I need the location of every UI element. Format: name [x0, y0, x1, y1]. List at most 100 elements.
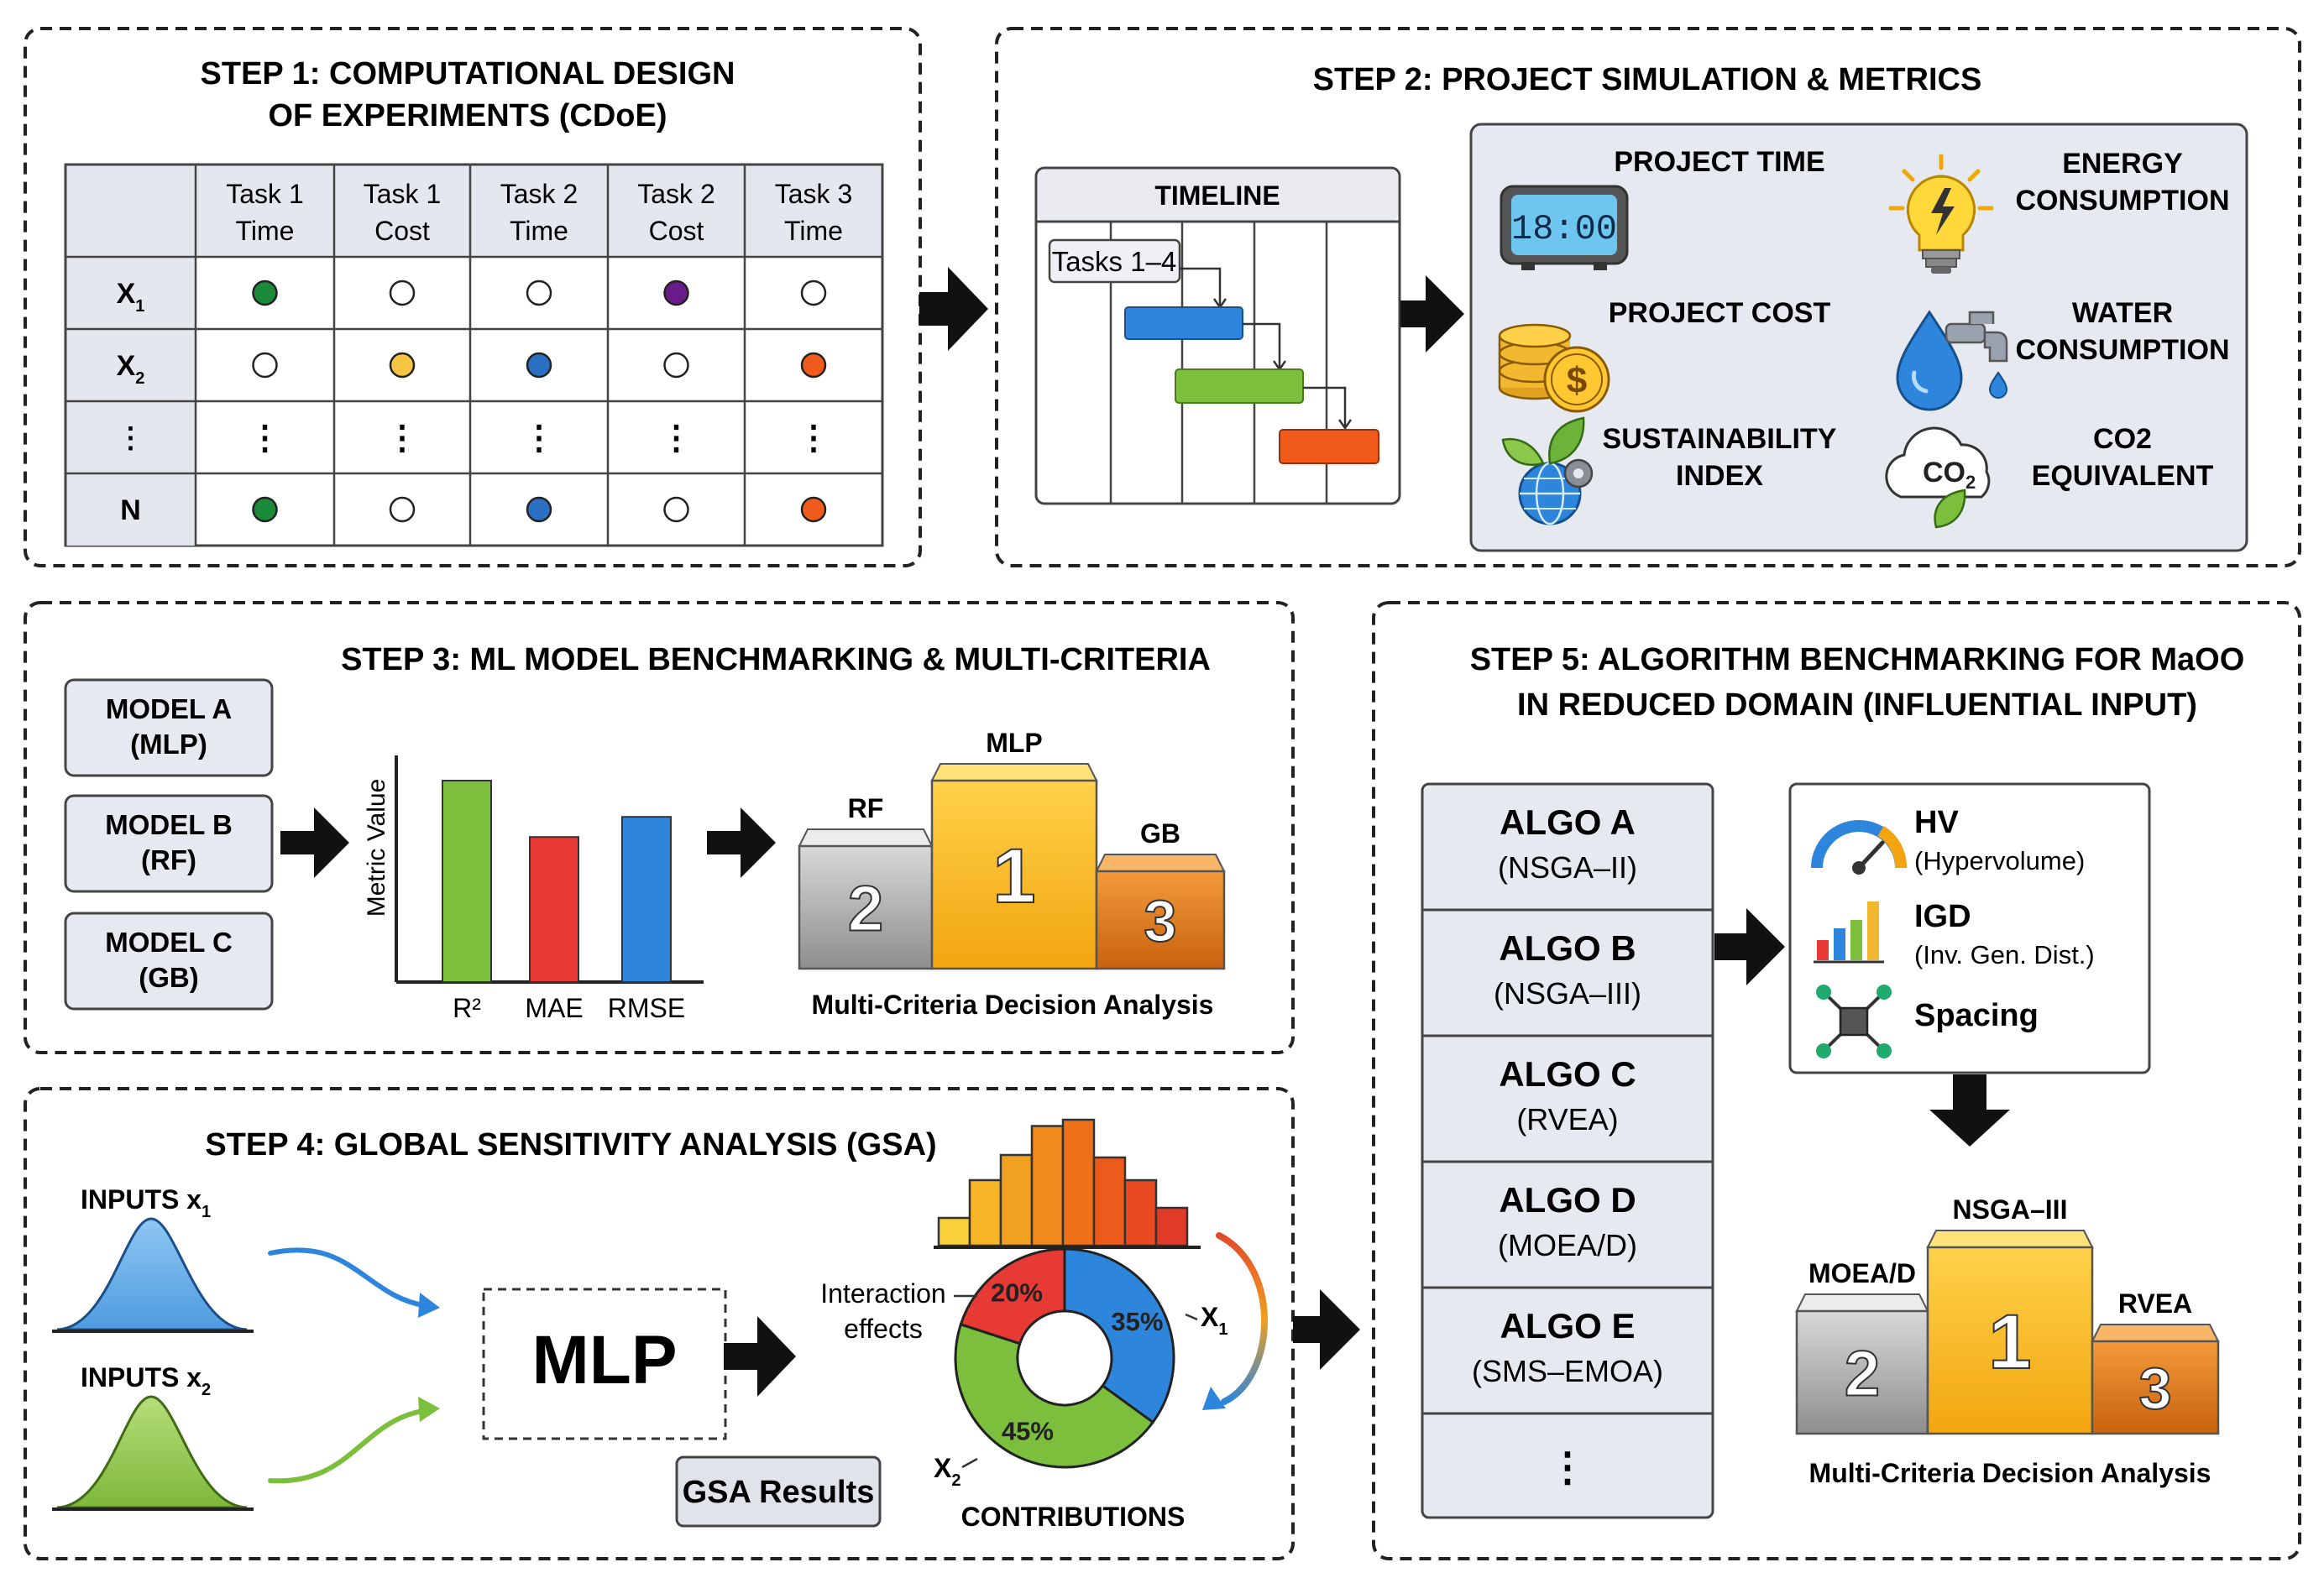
table-header: Task 1	[226, 179, 303, 209]
step4-title: STEP 4: GLOBAL SENSITIVITY ANALYSIS (GSA…	[205, 1127, 936, 1163]
podium-label: RVEA	[2118, 1288, 2192, 1319]
metric-water-l1: WATER	[2072, 297, 2173, 329]
gsa-results-box	[675, 1455, 882, 1528]
metrics-panel	[1469, 123, 2248, 552]
interaction-label-l1: Interaction	[820, 1278, 945, 1309]
arrow-model-to-results	[724, 1316, 796, 1397]
table-header: Task 3	[775, 179, 852, 209]
algo-name: ALGO E	[1500, 1306, 1635, 1345]
chart-bar	[529, 836, 579, 984]
model-b-name: MODEL B	[105, 809, 233, 840]
algo-method: (SMS–EMOA)	[1472, 1354, 1663, 1388]
arrow-step1-to-step2	[919, 267, 988, 351]
quality-metrics-panel	[1788, 782, 2151, 1074]
empty-level-dot	[663, 352, 689, 379]
podium-block	[798, 844, 934, 970]
step1-title-line2: OF EXPERIMENTS (CDoE)	[268, 98, 667, 133]
filled-level-dot	[526, 496, 552, 523]
podium-rank: 2	[1845, 1338, 1880, 1409]
arrow-chart-to-podium	[707, 807, 776, 878]
algo-name: ALGO D	[1499, 1180, 1636, 1220]
podium-label: MLP	[986, 728, 1043, 758]
histogram-bar	[1154, 1206, 1189, 1247]
table-header: Task 2	[500, 179, 578, 209]
podium-label: MOEA/D	[1808, 1258, 1916, 1288]
metric-sustainability-l2: INDEX	[1676, 460, 1763, 492]
globe-leaf-icon	[1501, 416, 1594, 525]
arrow-input2-to-model	[268, 1408, 431, 1484]
row-label: X1	[117, 278, 145, 316]
input1-distribution	[56, 1217, 248, 1331]
tasks-label-box	[1048, 238, 1181, 284]
step3-frame	[24, 601, 1295, 1054]
algo-method: (MOEA/D)	[1498, 1228, 1637, 1262]
row-label: X2	[117, 350, 145, 388]
coins-icon: $	[1498, 323, 1610, 413]
podium-block	[930, 779, 1098, 970]
svg-text:CO2: CO2	[1923, 457, 1976, 493]
arrow-metrics-to-podium	[1929, 1074, 2010, 1147]
algo-method: (NSGA–II)	[1498, 850, 1637, 885]
metric-energy-l1: ENERGY	[2062, 148, 2183, 180]
input2-label: INPUTS x2	[81, 1362, 211, 1399]
metric-igd-name: IGD	[1914, 899, 1971, 934]
podium-label: GB	[1140, 818, 1180, 849]
podium-rank: 2	[848, 873, 883, 944]
donut-slice-label: 35%	[1111, 1307, 1163, 1336]
table-cell-ellipsis: ⋮	[249, 420, 282, 457]
podium-block	[1926, 1246, 2094, 1435]
row-label: N	[120, 494, 141, 526]
histogram-bar	[1123, 1178, 1158, 1247]
step2-title: STEP 2: PROJECT SIMULATION & METRICS	[1313, 62, 1982, 97]
filled-level-dot	[663, 280, 689, 306]
metric-water-l2: CONSUMPTION	[2016, 334, 2230, 366]
podium-block	[1095, 870, 1226, 970]
histogram-bar	[1061, 1118, 1096, 1247]
chart-tick-label: R²	[453, 993, 481, 1023]
empty-level-dot	[252, 352, 278, 379]
metric-energy-l2: CONSUMPTION	[2016, 185, 2230, 217]
filled-level-dot	[252, 280, 278, 306]
timeline-chart: TIMELINE Tasks 1–4	[1034, 166, 1401, 505]
co2-icon-sub: 2	[1965, 472, 1976, 493]
model-c-name: MODEL C	[105, 927, 233, 958]
chart-ylabel: Metric Value	[363, 779, 390, 917]
curved-arrow-histogram-to-donut	[1216, 1232, 1268, 1405]
chart-bar	[621, 816, 672, 984]
model-c-type: (GB)	[139, 962, 198, 993]
podium-rank: 3	[2139, 1356, 2172, 1421]
timeline-label: TIMELINE	[1154, 180, 1280, 211]
metric-sustainability-l1: SUSTAINABILITY	[1603, 423, 1837, 455]
histogram-bar	[1030, 1125, 1065, 1247]
step5-podium-caption: Multi-Criteria Decision Analysis	[1809, 1458, 2211, 1488]
donut-slice	[1063, 1247, 1175, 1424]
arrow-input1-to-model	[268, 1247, 431, 1309]
metric-igd-desc: (Inv. Gen. Dist.)	[1914, 940, 2095, 969]
bar-chart-icon	[1814, 901, 1884, 964]
algo-method: (NSGA–III)	[1494, 976, 1641, 1011]
table-header: Time	[784, 216, 843, 246]
x2-label: X2	[934, 1453, 960, 1490]
input1-label: INPUTS x1	[81, 1184, 211, 1221]
contributions-label: CONTRIBUTIONS	[961, 1502, 1186, 1532]
clock-text: 18:00	[1511, 209, 1617, 249]
model-a-box: MODEL A (MLP)	[64, 678, 274, 777]
algo-name: ALGO C	[1499, 1054, 1636, 1094]
co2-cloud-icon: CO2	[1885, 426, 1991, 529]
podium-label: RF	[848, 793, 884, 823]
metric-project-cost: PROJECT COST	[1609, 297, 1831, 329]
table-header: Task 1	[364, 179, 441, 209]
table-cell-ellipsis: ⋮	[522, 420, 556, 457]
arrow-step4-to-step5	[1293, 1289, 1360, 1370]
filled-level-dot	[800, 496, 827, 523]
task-bar-green	[1175, 368, 1304, 404]
donut-slice	[959, 1247, 1066, 1345]
algorithm-list: ALGO A(NSGA–II)ALGO B(NSGA–III)ALGO C(RV…	[1421, 782, 1714, 1519]
step5-title-line1: STEP 5: ALGORITHM BENCHMARKING FOR MaOO	[1470, 642, 2245, 677]
table-cell-ellipsis: ⋮	[660, 420, 694, 457]
empty-level-dot	[389, 496, 416, 523]
filled-level-dot	[526, 352, 552, 379]
podium-label: NSGA–III	[1953, 1194, 2068, 1225]
